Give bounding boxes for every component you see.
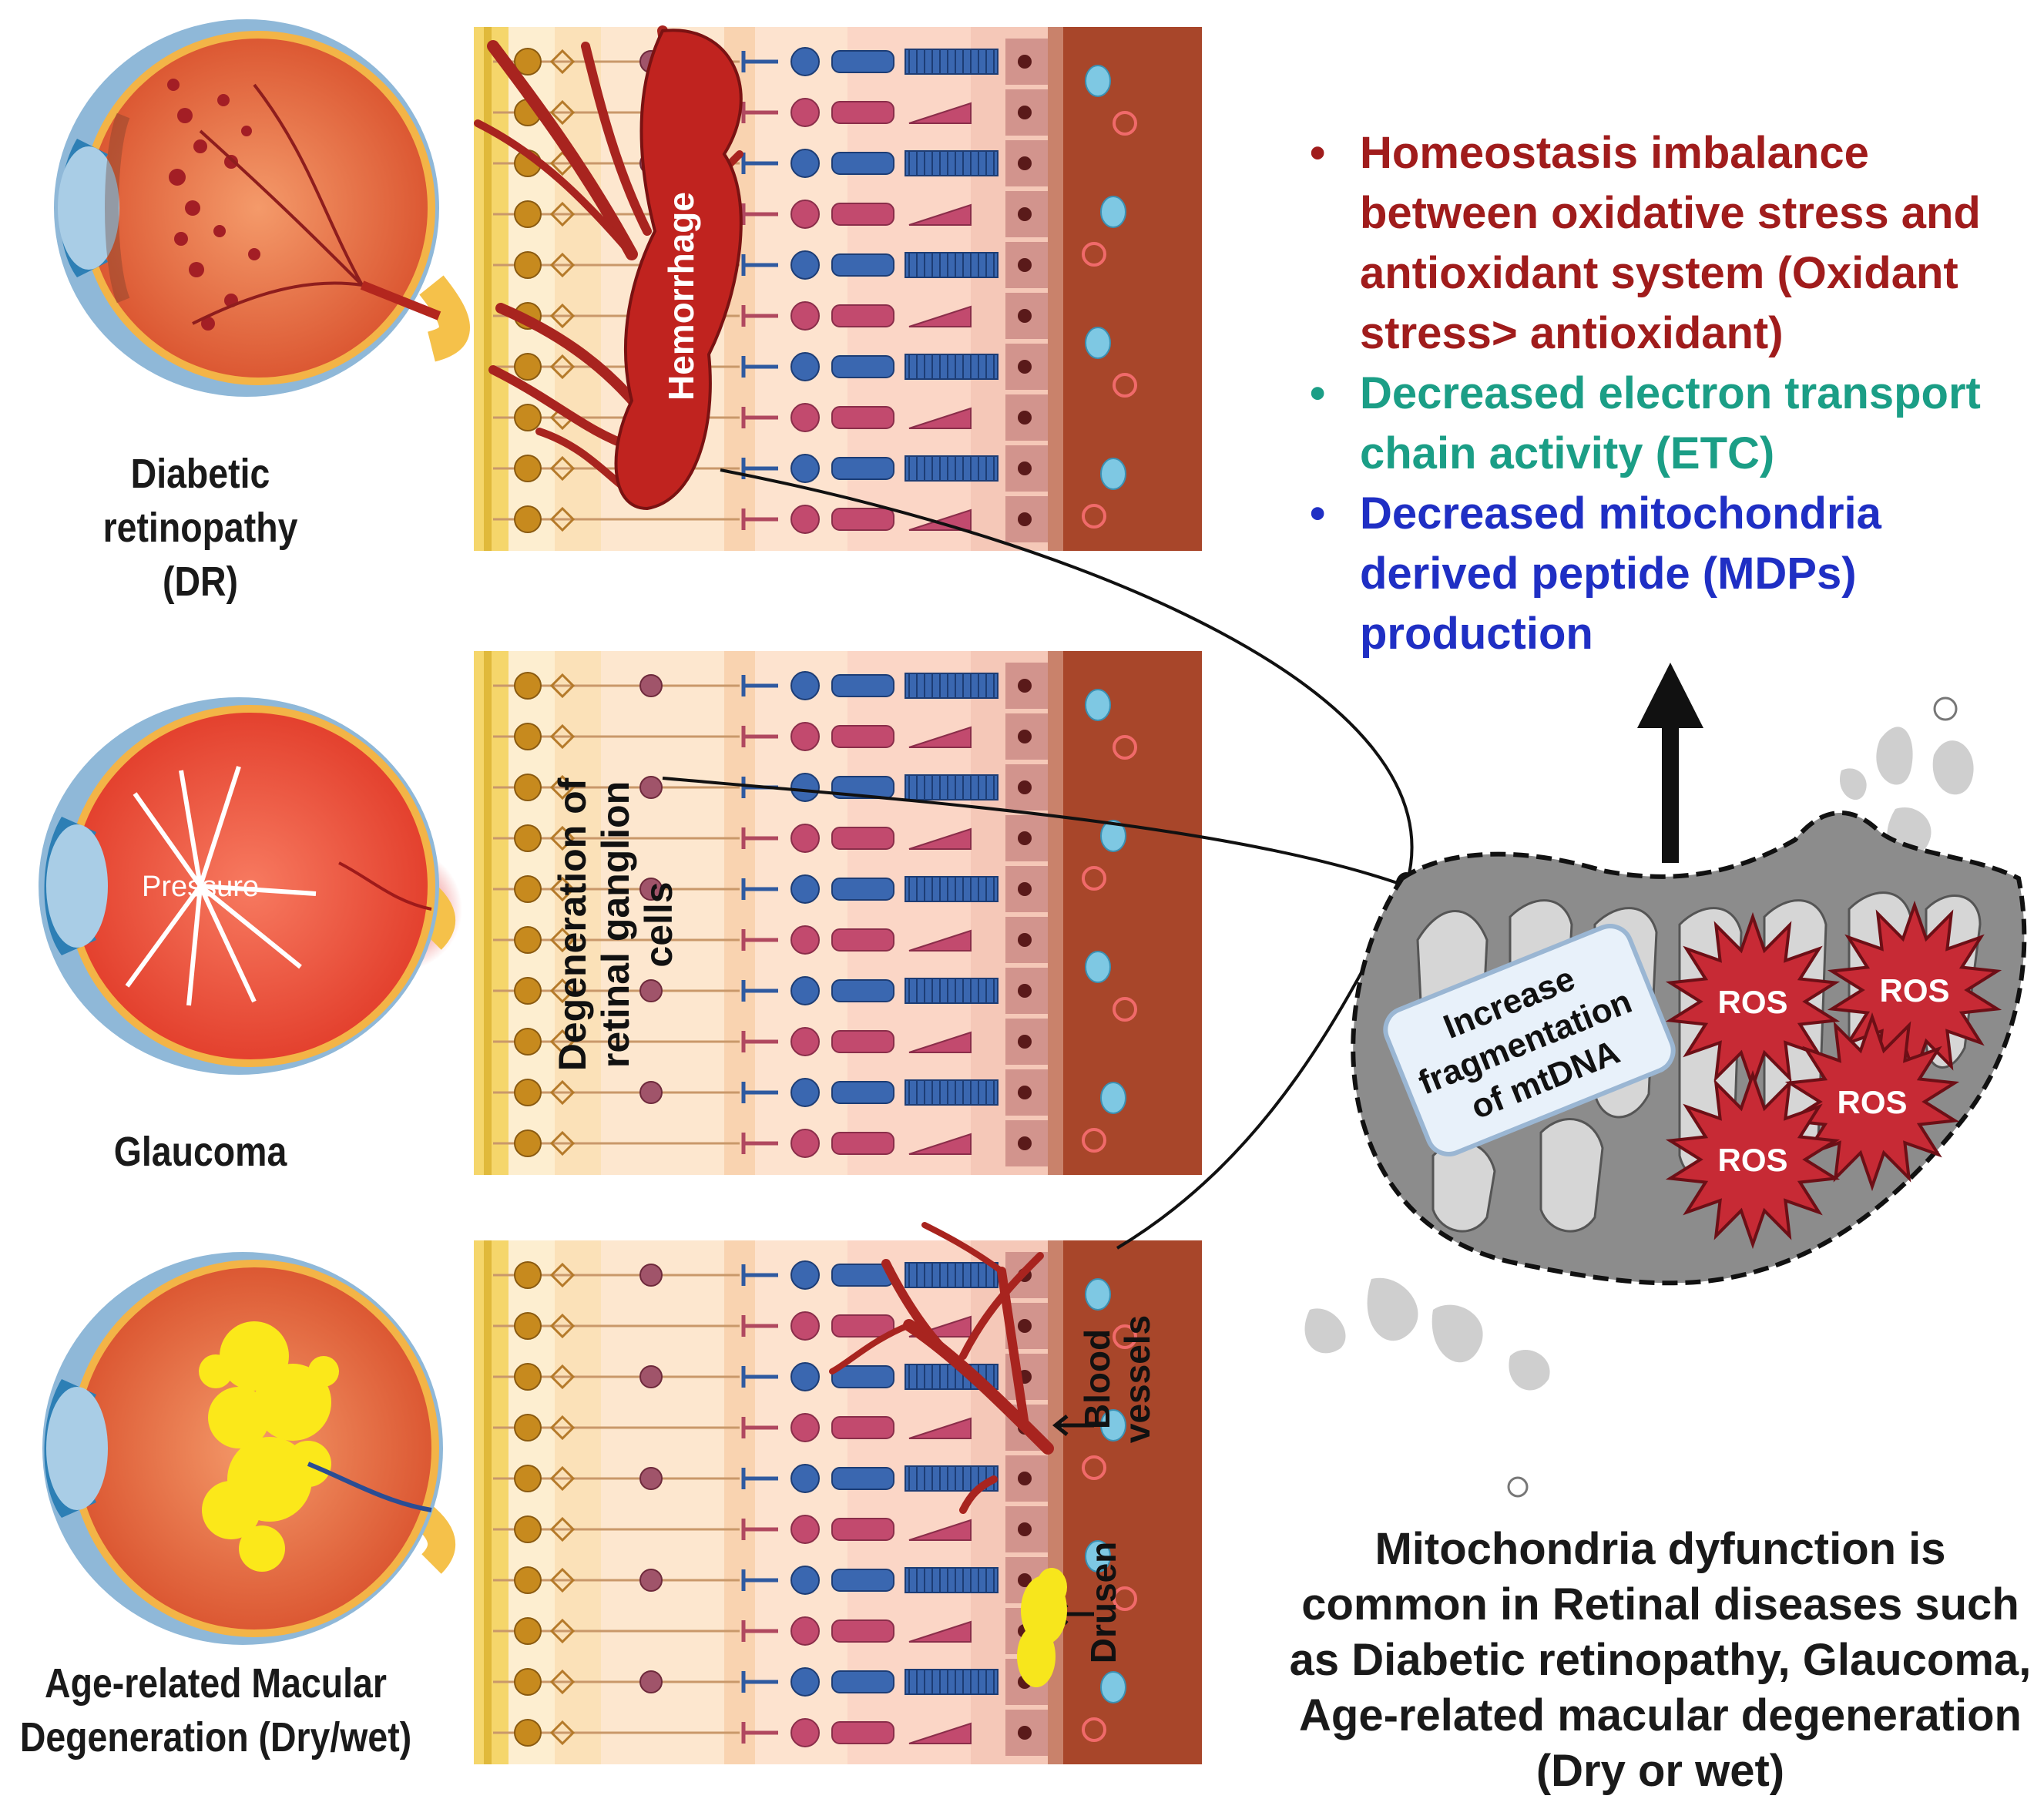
retina-panel-2 (474, 651, 1202, 1175)
eye-glaucoma: Pressure (39, 697, 462, 1075)
label-amd: Age-related Macular Degeneration (Dry/we… (17, 1656, 415, 1764)
up-arrow (1637, 663, 1703, 863)
bullet-text: Decreased electron transport chain activ… (1360, 368, 1981, 478)
label-amd-line1: Age-related Macular (45, 1660, 387, 1707)
degeneration-label-line-1: Degeneration of (551, 777, 594, 1071)
label-diabetic-retinopathy: Diabetic retinopathy (DR) (68, 447, 333, 609)
hemorrhage-vessels (474, 25, 743, 497)
eye-diabetic-retinopathy (54, 19, 470, 397)
bullet-text: Decreased mitochondria derived peptide (… (1360, 488, 1881, 659)
blood-vessels-growth (829, 1222, 1054, 1514)
hemorrhage-label: Hemorrhage (661, 192, 701, 401)
label-amd-line2: Degeneration (Dry/wet) (19, 1714, 412, 1760)
ros-star: ROS (1665, 1069, 1841, 1250)
degeneration-label: Degeneration ofretinal ganglioncells (551, 777, 680, 1071)
label-glaucoma: Glaucoma (113, 1129, 287, 1175)
ros-label: ROS (1717, 1142, 1787, 1178)
bullet-homeostasis: •Homeostasis imbalance between oxidative… (1310, 128, 1981, 358)
mtdna-box: Increase fragmentation of mtDNA (1383, 924, 1676, 1156)
ros-label: ROS (1837, 1084, 1907, 1120)
drusen-label: Drusen (1083, 1542, 1123, 1663)
degeneration-label-line-2: retinal ganglion (594, 781, 637, 1068)
hemorrhage-blob: Hemorrhage (614, 29, 743, 511)
retina-panel-3 (474, 1240, 1202, 1764)
bullet-etc: •Decreased electron transport chain acti… (1310, 368, 1981, 478)
blood-vessels-label-line-1: Blood (1077, 1329, 1117, 1429)
bullet-mdp: •Decreased mitochondria derived peptide … (1310, 488, 1881, 659)
label-dr-line1: Diabetic (130, 451, 270, 497)
ros-label: ROS (1879, 972, 1949, 1009)
blood-vessels-label-line-2: vessels (1117, 1315, 1157, 1443)
summary-text: Mitochondria dyfunction is common in Ret… (1289, 1524, 2032, 1796)
label-dr-line2: retinopathy (DR) (102, 505, 298, 605)
bullet-text: Homeostasis imbalance between oxidative … (1360, 128, 1981, 358)
degeneration-label-line-3: cells (637, 881, 680, 967)
blood-vessels-label: Bloodvessels (1077, 1315, 1157, 1443)
effects-bullet-list: •Homeostasis imbalance between oxidative… (1310, 123, 2003, 664)
drusen-deposit (1017, 1568, 1067, 1687)
ros-group: ROS ROS ROS ROS (1665, 900, 2002, 1250)
eye-amd (42, 1252, 456, 1645)
ros-label: ROS (1717, 984, 1787, 1020)
vessel-arrow (1052, 1415, 1094, 1436)
pressure-label: Pressure (142, 871, 259, 903)
retina-panel-1 (474, 27, 1202, 551)
